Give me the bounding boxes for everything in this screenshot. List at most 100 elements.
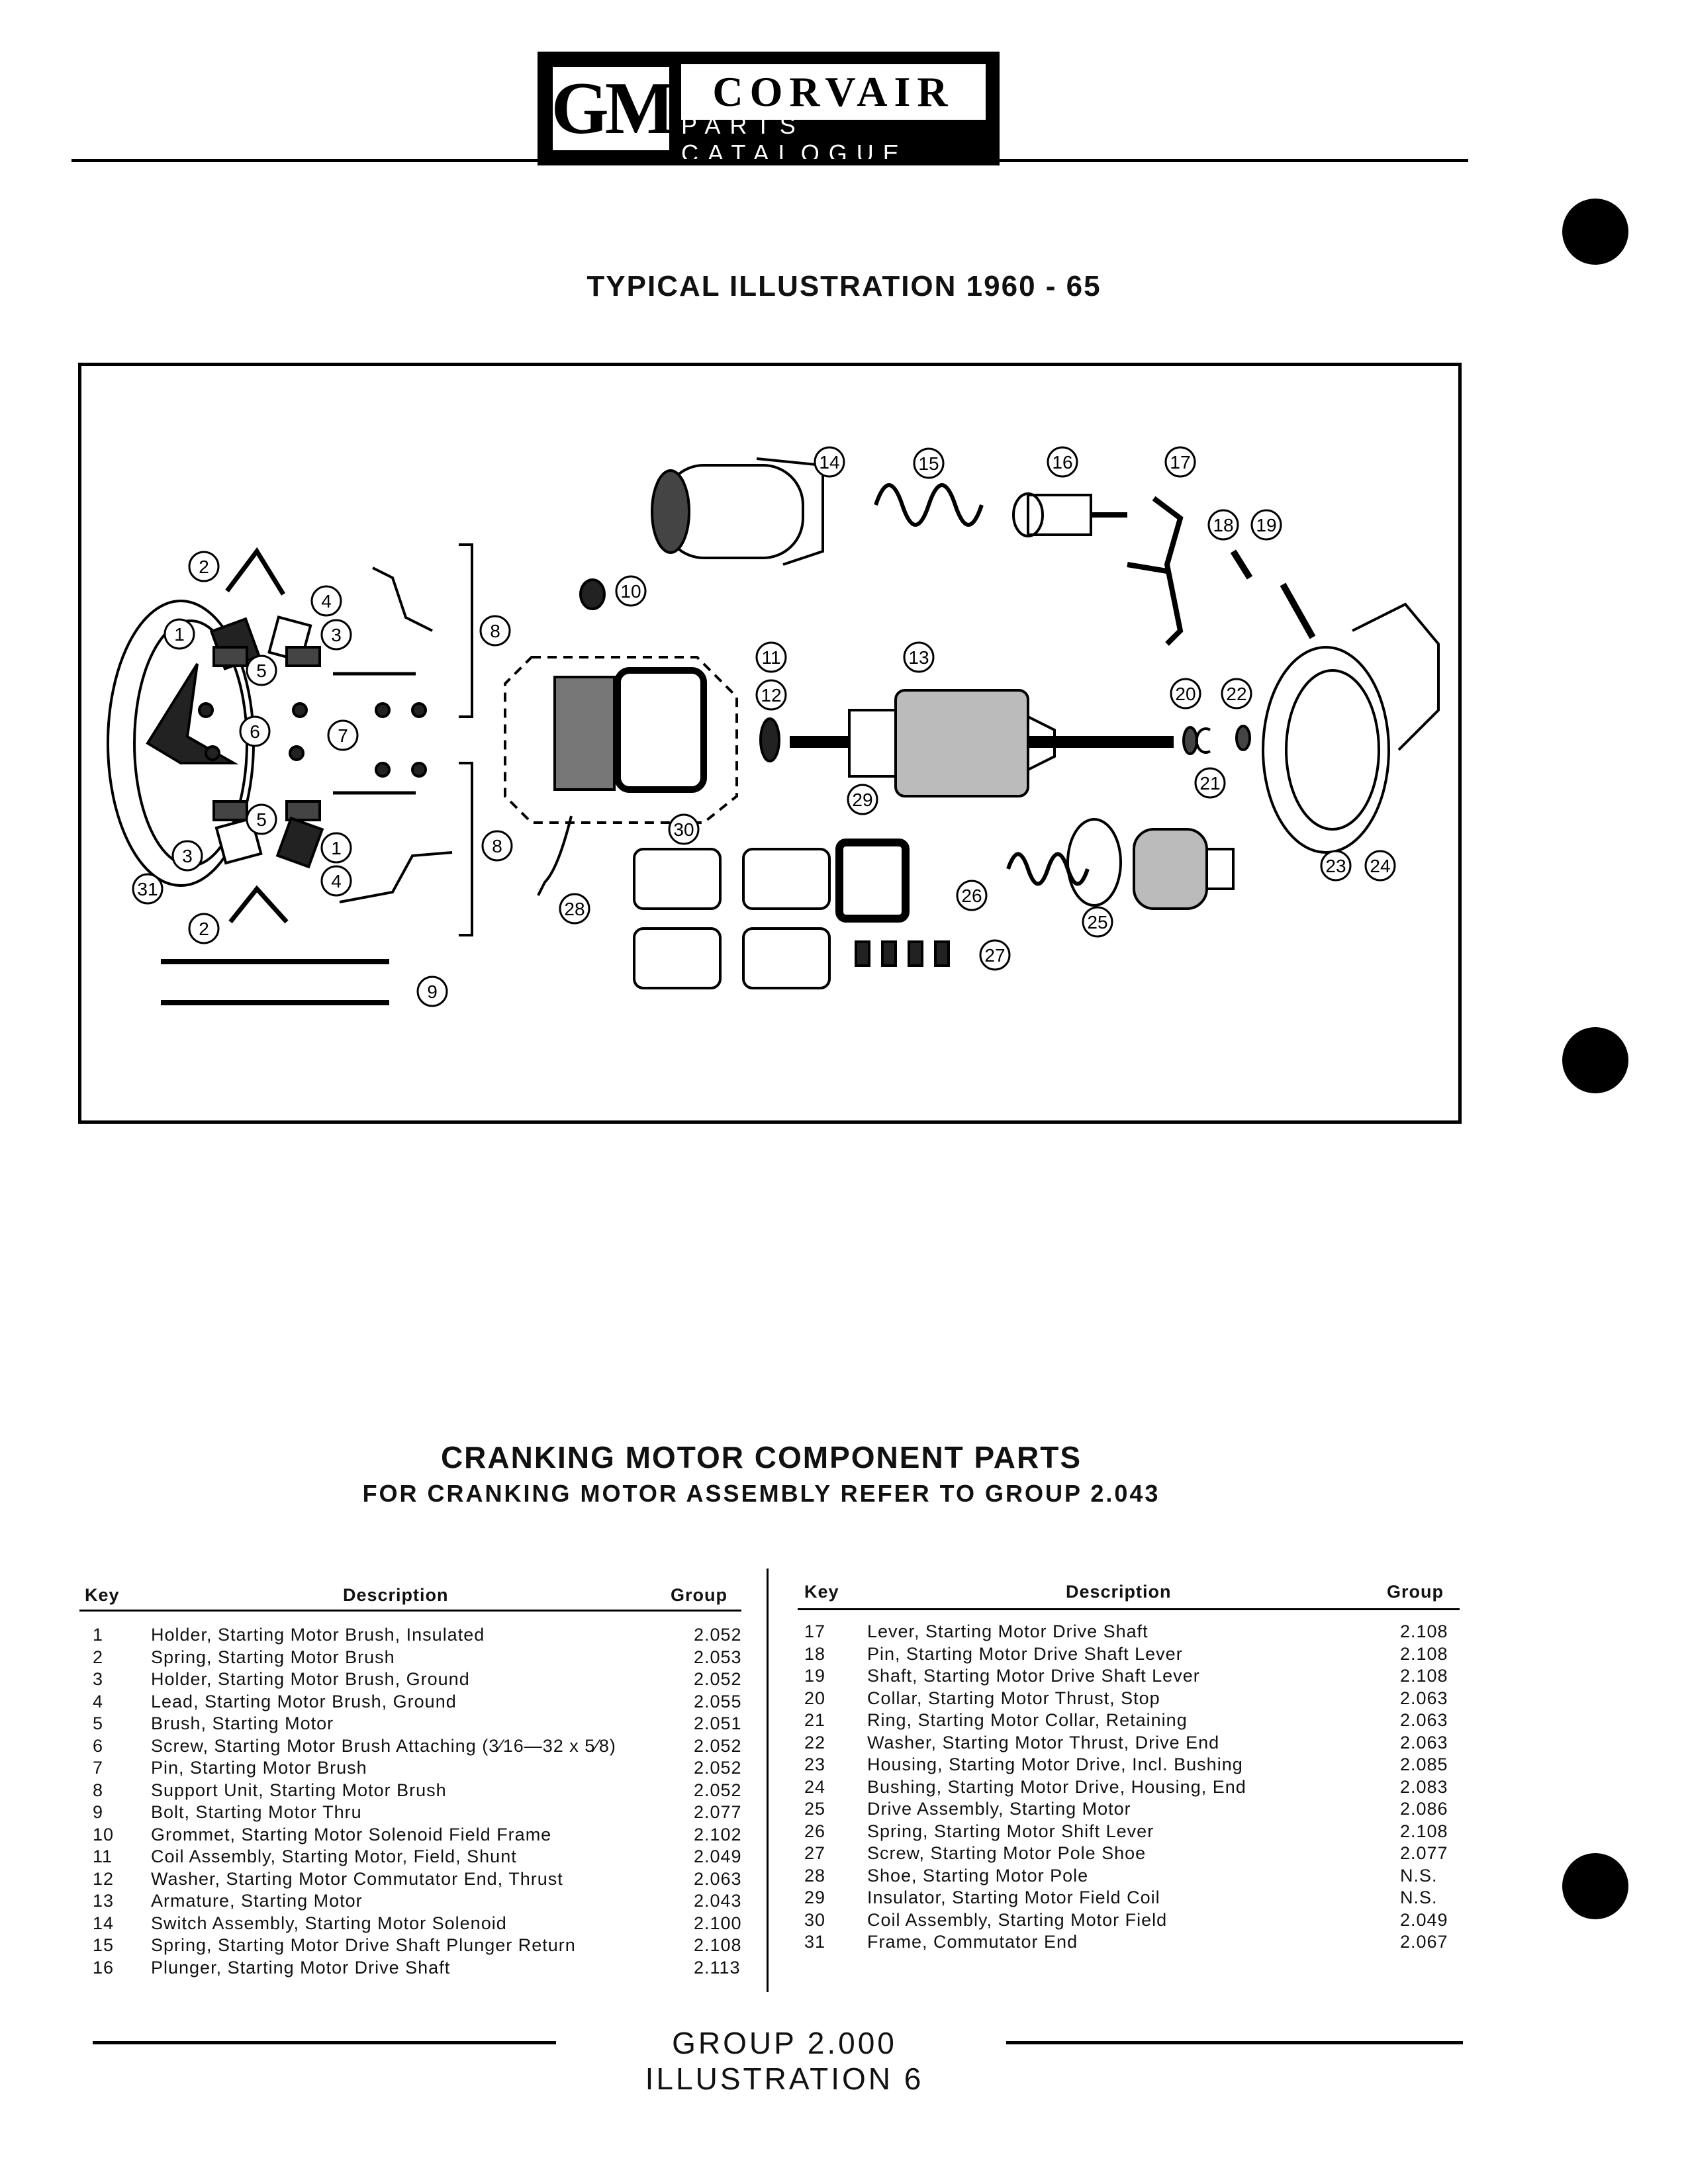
- footer-rule-left: [93, 2041, 556, 2044]
- part-description: Washer, Starting Motor Commutator End, T…: [151, 1868, 563, 1889]
- part-description: Shoe, Starting Motor Pole: [867, 1865, 1089, 1886]
- brush-lead-upper-drawing: [372, 567, 433, 632]
- part-key: 11: [93, 1846, 113, 1866]
- part-group: 2.053: [694, 1647, 742, 1667]
- callout-1: 1: [164, 618, 195, 650]
- callout-7: 7: [327, 719, 359, 751]
- part-group: 2.077: [694, 1802, 742, 1822]
- part-description: Pin, Starting Motor Brush: [151, 1758, 367, 1778]
- callout-14: 14: [814, 446, 845, 478]
- part-key: 24: [804, 1776, 826, 1797]
- part-group: N.S.: [1400, 1865, 1438, 1886]
- exploded-diagram: 1 2 3 4 5 6 7 8 5 3 1 4 2 31 8 9 10 11 1…: [78, 363, 1462, 1124]
- svg-text:3: 3: [182, 846, 193, 866]
- section-title: CRANKING MOTOR COMPONENT PARTS: [440, 1440, 1082, 1475]
- part-group: N.S.: [1400, 1888, 1438, 1907]
- binder-hole-bottom: [1562, 1853, 1628, 1919]
- svg-text:4: 4: [331, 871, 342, 891]
- part-description: Coil Assembly, Starting Motor, Field, Sh…: [151, 1846, 517, 1866]
- column-header-key: Key: [85, 1585, 120, 1605]
- svg-text:27: 27: [984, 945, 1005, 966]
- part-group: 2.063: [1400, 1688, 1448, 1708]
- callout-30: 30: [668, 813, 700, 845]
- grommet-drawing: [579, 578, 606, 610]
- part-description: Washer, Starting Motor Thrust, Drive End: [867, 1732, 1220, 1752]
- svg-text:2: 2: [199, 919, 209, 939]
- part-group: 2.049: [694, 1846, 742, 1866]
- right-table-header-rule: [798, 1608, 1460, 1610]
- svg-text:29: 29: [852, 790, 872, 810]
- svg-text:18: 18: [1213, 515, 1233, 535]
- illustration-title: TYPICAL ILLUSTRATION 1960 - 65: [586, 270, 1102, 302]
- svg-text:23: 23: [1325, 856, 1346, 876]
- gm-corvair-logo: GM CORVAIR PARTS CATALOGUE: [538, 52, 1000, 167]
- thrust-collar-drawing: [1182, 726, 1198, 755]
- solenoid-drawing: [651, 457, 824, 566]
- part-group: 2.063: [694, 1868, 742, 1889]
- part-key: 9: [93, 1802, 104, 1822]
- callout-12: 12: [755, 679, 787, 711]
- part-group: 2.052: [694, 1735, 742, 1756]
- part-description: Spring, Starting Motor Drive Shaft Plung…: [151, 1935, 576, 1955]
- svg-text:22: 22: [1226, 684, 1246, 704]
- column-header-group: Group: [1387, 1582, 1444, 1602]
- thru-bolt-drawings: [161, 959, 389, 1005]
- part-group: 2.049: [1400, 1909, 1448, 1930]
- retaining-ring-drawing: [1195, 727, 1211, 754]
- callout-26: 26: [956, 880, 988, 911]
- part-key: 14: [93, 1913, 115, 1933]
- lever-pin-drawing: [1230, 549, 1253, 580]
- drive-lever-drawing: [1152, 496, 1184, 646]
- svg-text:15: 15: [918, 453, 939, 474]
- part-key: 5: [93, 1713, 104, 1733]
- svg-text:17: 17: [1170, 452, 1190, 473]
- svg-text:14: 14: [819, 452, 839, 473]
- part-key: 13: [93, 1891, 115, 1911]
- plunger-spring-drawing: [874, 483, 984, 527]
- part-group: 2.063: [1400, 1732, 1448, 1752]
- callout-16: 16: [1047, 446, 1078, 478]
- callout-8-upper: 8: [479, 615, 511, 647]
- part-key: 12: [93, 1868, 115, 1889]
- part-description: Drive Assembly, Starting Motor: [867, 1799, 1131, 1819]
- part-group: 2.077: [1400, 1843, 1448, 1863]
- bracket-lower: [459, 762, 473, 936]
- thrust-washer-drawing: [759, 717, 780, 762]
- part-key: 8: [93, 1780, 104, 1800]
- callout-27: 27: [979, 939, 1011, 971]
- callout-1-lower: 1: [320, 832, 352, 864]
- part-key: 23: [804, 1754, 826, 1774]
- callout-3-lower: 3: [171, 840, 203, 872]
- callout-15: 15: [913, 447, 945, 479]
- part-key: 20: [804, 1688, 826, 1708]
- part-description: Support Unit, Starting Motor Brush: [151, 1780, 447, 1800]
- part-description: Coil Assembly, Starting Motor Field: [867, 1909, 1168, 1930]
- part-description: Holder, Starting Motor Brush, Insulated: [151, 1625, 485, 1645]
- brand-name: CORVAIR: [681, 64, 986, 120]
- part-group: 2.067: [1400, 1932, 1448, 1952]
- part-description: Bushing, Starting Motor Drive, Housing, …: [867, 1776, 1246, 1797]
- part-group: 2.108: [1400, 1621, 1448, 1641]
- callout-17: 17: [1164, 446, 1196, 478]
- callout-5: 5: [246, 655, 277, 686]
- part-description: Shaft, Starting Motor Drive Shaft Lever: [867, 1666, 1200, 1686]
- part-key: 18: [804, 1643, 826, 1664]
- svg-text:1: 1: [331, 838, 342, 858]
- part-key: 6: [93, 1735, 104, 1756]
- svg-text:2: 2: [199, 557, 209, 577]
- diagram-svg: 1 2 3 4 5 6 7 8 5 3 1 4 2 31 8 9 10 11 1…: [107, 446, 1440, 1007]
- callout-3: 3: [320, 619, 352, 651]
- callout-29: 29: [847, 784, 878, 815]
